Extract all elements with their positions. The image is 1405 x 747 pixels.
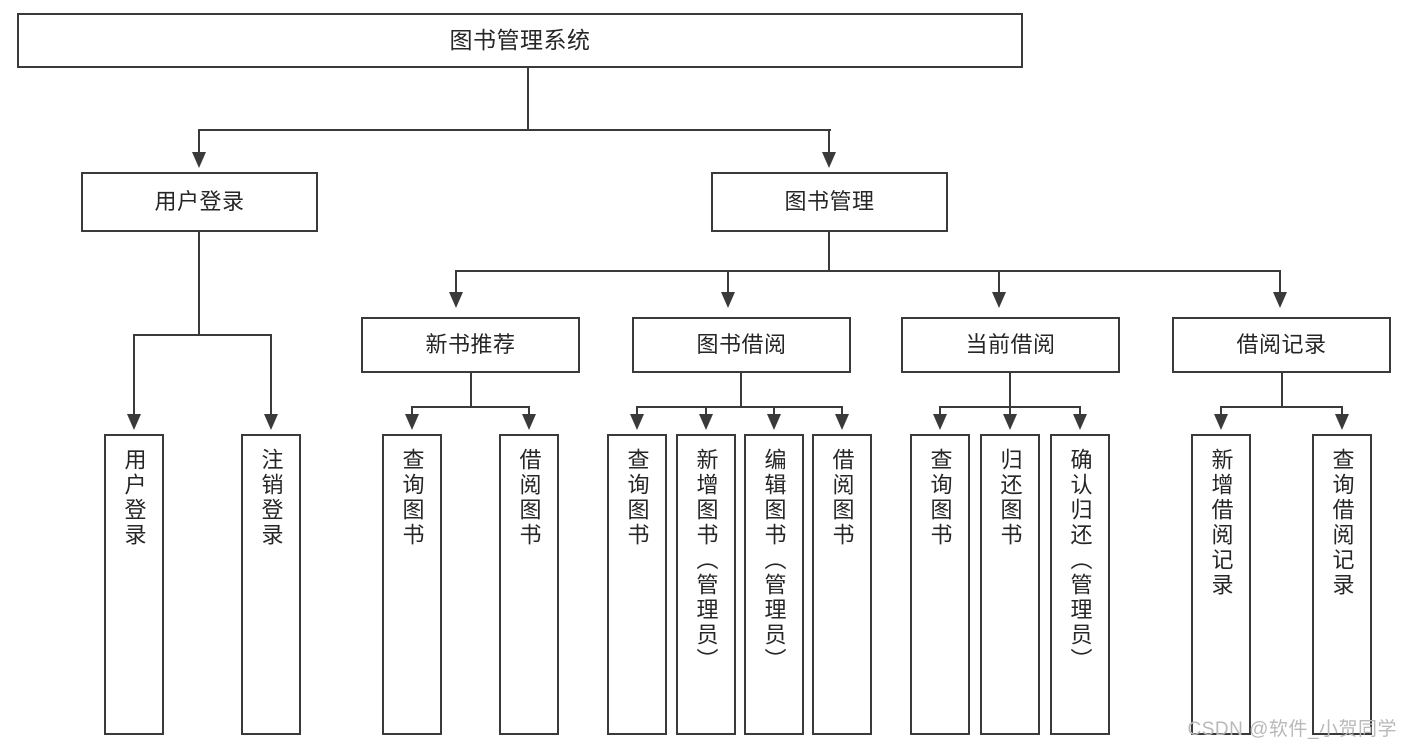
arrowhead-leaf-user-login-0 [127,414,141,430]
connector-user-login-stem [198,232,200,336]
node-label: 图书管理系统 [449,26,591,53]
connector-drop-leaf-book-borrow-0 [636,406,638,418]
connector-level3-bus [455,270,1281,272]
node-book-management[interactable]: 图书管理 [711,172,948,232]
node-label: 借阅记录 [1236,331,1327,357]
arrowhead-leaf-user-login-1 [264,414,278,430]
connector-root-stem [527,68,529,129]
connector-book-borrow-stem [740,373,742,408]
connector-drop-leaf-book-borrow-1 [705,406,707,418]
connector-drop-book-management [828,129,830,154]
leaf-label: 查询图书 [927,448,953,548]
leaf-label: 新增借阅记录 [1208,448,1234,598]
node-label: 用户登录 [154,188,245,214]
leaf-label: 注销登录 [258,448,284,548]
connector-drop-leaf-borrow-record-1 [1341,406,1343,418]
leaf-label: 查询图书 [399,448,425,548]
arrowhead-leaf-new-book-1 [522,414,536,430]
arrowhead-leaf-new-book-0 [405,414,419,430]
leaf-label: 确认归还（管理员） [1067,448,1093,673]
arrowhead-leaf-current-borrow-0 [933,414,947,430]
arrowhead-leaf-book-borrow-3 [835,414,849,430]
leaf-book-borrow-1[interactable]: 新增图书（管理员） [676,434,736,735]
leaf-label: 新增图书（管理员） [693,448,719,673]
connector-drop-level3-0 [455,270,457,295]
arrowhead-level3-0 [449,292,463,308]
arrowhead-leaf-book-borrow-0 [630,414,644,430]
leaf-label: 借阅图书 [516,448,542,548]
connector-drop-leaf-current-borrow-0 [939,406,941,418]
node-current-borrow[interactable]: 当前借阅 [901,317,1120,373]
leaf-current-borrow-2[interactable]: 确认归还（管理员） [1050,434,1110,735]
node-label: 图书借阅 [696,331,787,357]
leaf-label: 查询借阅记录 [1329,448,1355,598]
connector-drop-leaf-current-borrow-1 [1009,406,1011,418]
node-label: 图书管理 [784,188,875,214]
arrowhead-user-login [192,152,206,168]
leaf-new-book-0[interactable]: 查询图书 [382,434,442,735]
connector-user-login-bus [134,334,271,336]
connector-drop-level3-2 [998,270,1000,295]
leaf-label: 归还图书 [997,448,1023,548]
connector-new-book-bus [412,406,529,408]
arrowhead-leaf-current-borrow-1 [1003,414,1017,430]
node-label: 当前借阅 [965,331,1056,357]
leaf-borrow-record-0[interactable]: 新增借阅记录 [1191,434,1251,735]
node-label: 新书推荐 [425,331,516,357]
arrowhead-book-management [822,152,836,168]
connector-level2-bus [199,129,831,131]
arrowhead-leaf-borrow-record-0 [1214,414,1228,430]
leaf-new-book-1[interactable]: 借阅图书 [499,434,559,735]
connector-drop-leaf-new-book-0 [411,406,413,418]
connector-book-borrow-bus [637,406,843,408]
connector-borrow-record-bus [1221,406,1342,408]
arrowhead-leaf-current-borrow-2 [1073,414,1087,430]
leaf-label: 借阅图书 [829,448,855,548]
leaf-label: 用户登录 [121,448,147,548]
connector-drop-leaf-user-login-1 [270,334,272,417]
arrowhead-level3-3 [1273,292,1287,308]
node-root-book-management-system[interactable]: 图书管理系统 [17,13,1023,68]
connector-current-borrow-stem [1009,373,1011,408]
connector-drop-leaf-book-borrow-3 [841,406,843,418]
leaf-label: 编辑图书（管理员） [761,448,787,673]
connector-borrow-record-stem [1281,373,1283,408]
node-borrow-record[interactable]: 借阅记录 [1172,317,1391,373]
connector-drop-leaf-borrow-record-0 [1220,406,1222,418]
connector-new-book-stem [470,373,472,408]
leaf-user-login-0[interactable]: 用户登录 [104,434,164,735]
node-book-borrow[interactable]: 图书借阅 [632,317,851,373]
leaf-user-login-1[interactable]: 注销登录 [241,434,301,735]
connector-drop-leaf-current-borrow-2 [1079,406,1081,418]
leaf-book-borrow-0[interactable]: 查询图书 [607,434,667,735]
connector-drop-leaf-user-login-0 [133,334,135,417]
leaf-label: 查询图书 [624,448,650,548]
connector-drop-user-login [198,129,200,154]
arrowhead-leaf-borrow-record-1 [1335,414,1349,430]
leaf-book-borrow-3[interactable]: 借阅图书 [812,434,872,735]
leaf-book-borrow-2[interactable]: 编辑图书（管理员） [744,434,804,735]
connector-drop-level3-1 [727,270,729,295]
connector-drop-leaf-book-borrow-2 [773,406,775,418]
node-new-book-recommend[interactable]: 新书推荐 [361,317,580,373]
arrowhead-leaf-book-borrow-1 [699,414,713,430]
leaf-current-borrow-1[interactable]: 归还图书 [980,434,1040,735]
connector-drop-leaf-new-book-1 [528,406,530,418]
arrowhead-level3-1 [721,292,735,308]
connector-drop-level3-3 [1279,270,1281,295]
arrowhead-leaf-book-borrow-2 [767,414,781,430]
arrowhead-level3-2 [992,292,1006,308]
node-user-login[interactable]: 用户登录 [81,172,318,232]
leaf-borrow-record-1[interactable]: 查询借阅记录 [1312,434,1372,735]
connector-book-management-stem [828,232,830,272]
leaf-current-borrow-0[interactable]: 查询图书 [910,434,970,735]
